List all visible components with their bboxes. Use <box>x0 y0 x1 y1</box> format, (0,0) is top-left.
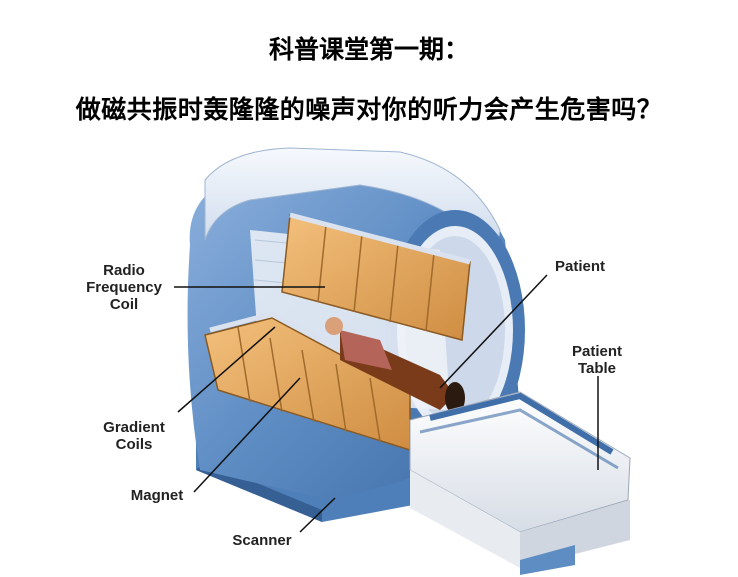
patient-label: Patient <box>555 258 605 275</box>
scanner-label: Scanner <box>232 532 291 549</box>
rf-coil-label-line-2: Frequency <box>86 279 163 296</box>
rf-coil-label-line-1: Radio <box>103 262 145 279</box>
magnet-label: Magnet <box>131 487 184 504</box>
patient-table-label-line-1: Patient <box>572 343 622 360</box>
radio-frequency-coil <box>281 212 471 341</box>
patient-figure <box>325 317 465 414</box>
gradient-coils-label-line-1: Gradient <box>103 419 165 436</box>
scanner-housing <box>187 147 525 500</box>
title-line-2: 做磁共振时轰隆隆的噪声对你的听力会产生危害吗？ <box>75 95 663 124</box>
gradient-coils-label: Gradient Coils <box>103 419 165 453</box>
rf-coil-label-line-3: Coil <box>110 296 138 313</box>
title-line-1: 科普课堂第一期： <box>268 35 469 64</box>
patient-table-label-line-2: Table <box>578 360 616 377</box>
gradient-coils-label-line-2: Coils <box>116 436 153 453</box>
patient-table <box>409 391 631 575</box>
label-leaders <box>174 274 599 533</box>
patient-table-label: Patient Table <box>572 343 622 377</box>
radio-frequency-coil-label: Radio Frequency Coil <box>86 262 163 313</box>
